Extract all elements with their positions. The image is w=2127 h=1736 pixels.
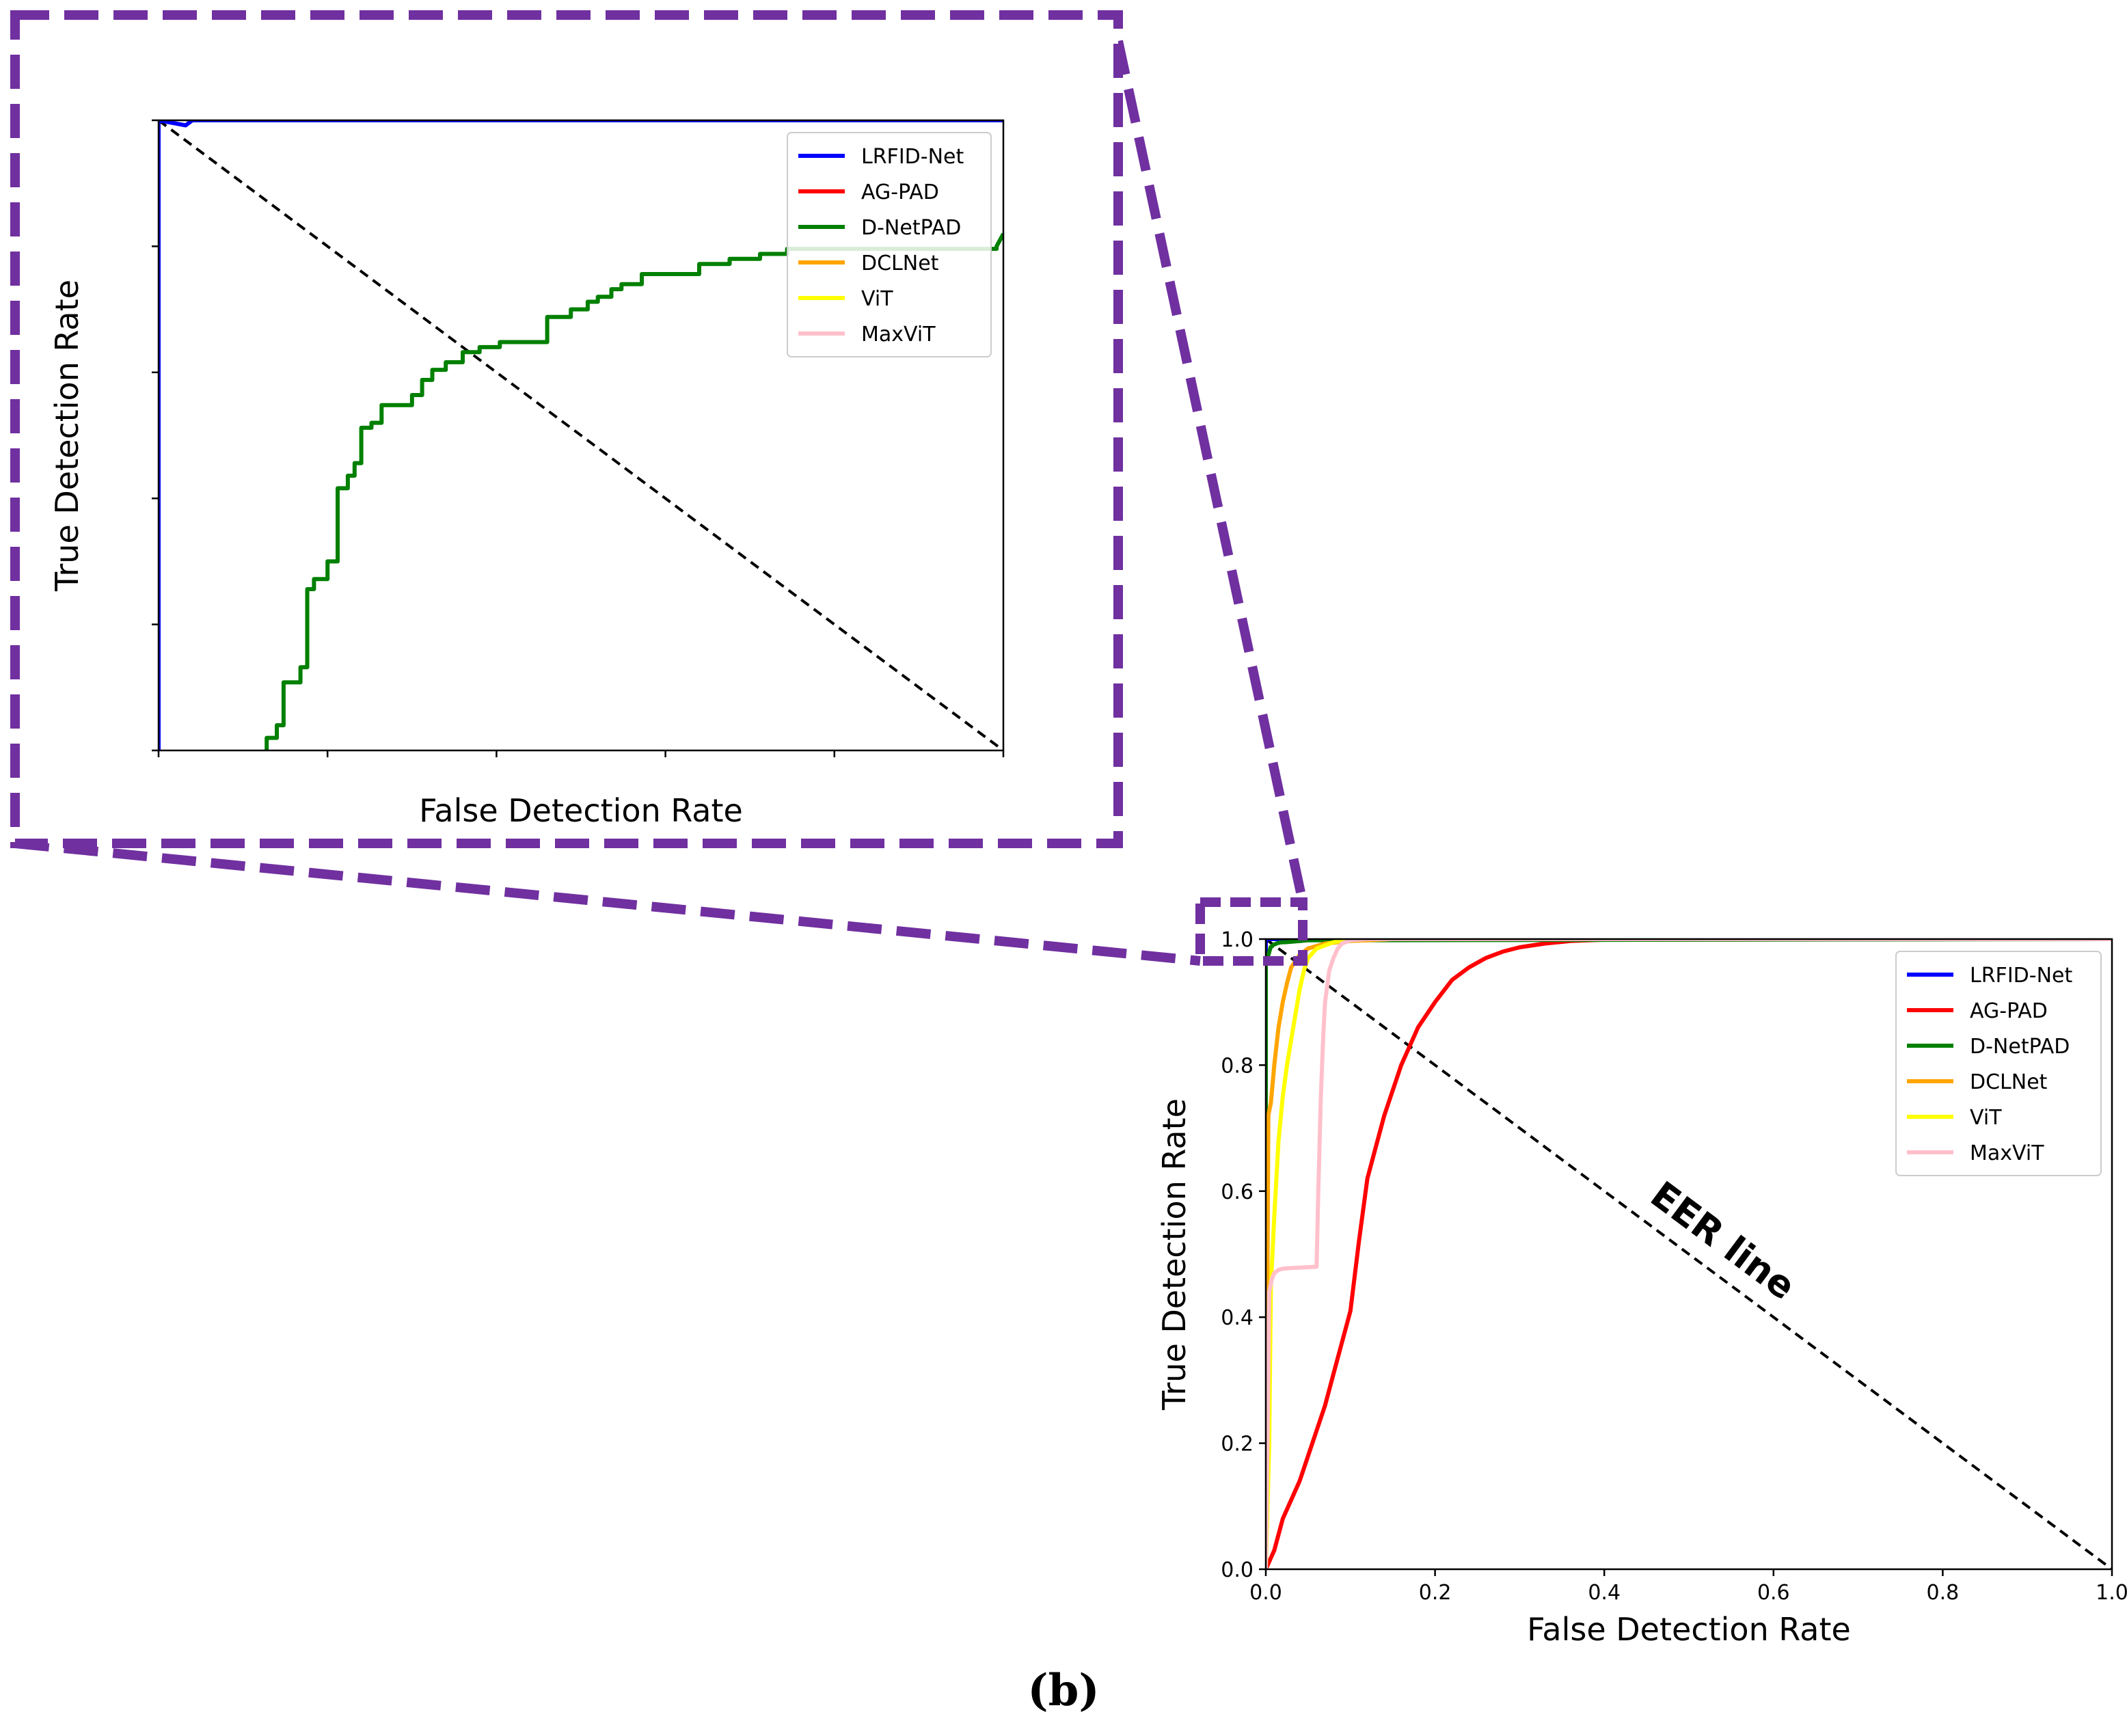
legend-label: D-NetPAD: [1970, 1035, 2070, 1059]
legend-label: D-NetPAD: [861, 216, 961, 240]
legend-label: MaxViT: [861, 323, 936, 347]
legend-label: MaxViT: [1970, 1141, 2044, 1165]
series-line-d-netpad: [265, 232, 1003, 750]
y-axis-label: True Detection Rate: [1156, 1098, 1193, 1411]
series-lines: [1266, 939, 2112, 1569]
y-tick-label: 0.6: [1221, 1180, 1254, 1204]
eer-line-annotation: EER line: [1643, 1173, 1804, 1308]
x-tick-label: 1.0: [2096, 1581, 2127, 1605]
inset-plot: False Detection Rate True Detection Rate L…: [49, 119, 1005, 829]
y-tick-label: 0.2: [1221, 1433, 1254, 1456]
x-tick-label: 0.4: [1588, 1581, 1621, 1605]
x-axis-label: False Detection Rate: [419, 792, 743, 829]
eer-line: [159, 120, 1003, 750]
legend-label: LRFID-Net: [861, 145, 964, 169]
y-tick-label: 0.4: [1221, 1306, 1254, 1330]
zoom-region-box: [1195, 897, 1308, 966]
legend-label: ViT: [1970, 1106, 2002, 1130]
legend-label: DCLNet: [861, 252, 939, 275]
y-tick-label: 0.0: [1221, 1558, 1254, 1582]
legend-box: [1895, 951, 2102, 1176]
legend-label: AG-PAD: [1970, 999, 2048, 1023]
y-tick-label: 1.0: [1221, 928, 1254, 952]
legend-box: [787, 132, 992, 357]
main-plot: 0.0 0.2 0.4 0.6 0.8 1.0 0.0 0.2 0.4 0.6 0.8 1.0Fals…: [1156, 928, 2127, 1648]
series-line-vit: [1266, 939, 2112, 1569]
series-line-maxvit: [1266, 939, 2112, 1569]
x-tick-label: 0.6: [1757, 1581, 1790, 1605]
legend-label: LRFID-Net: [1970, 964, 2072, 988]
series-line-d-netpad: [1266, 939, 2112, 1569]
x-tick-label: 0.0: [1249, 1581, 1282, 1605]
plot-frame: [1264, 938, 2113, 1571]
x-tick-label: 0.2: [1419, 1581, 1452, 1605]
plot-frame: [157, 119, 1005, 752]
series-line-lrfid-net: [159, 120, 1003, 750]
legend-label: DCLNet: [1970, 1070, 2048, 1094]
figure-caption: (b): [1027, 1665, 1100, 1716]
x-tick-label: 0.8: [1927, 1581, 1960, 1605]
series-lines: [159, 120, 1003, 750]
zoom-connector-bottom: [14, 839, 1201, 966]
legend-label: AG-PAD: [861, 180, 939, 204]
y-axis-label: True Detection Rate: [49, 280, 85, 592]
y-tick-label: 0.8: [1221, 1054, 1254, 1078]
eer-line: [1266, 939, 2112, 1569]
legend-label: ViT: [861, 287, 893, 311]
series-line-ag-pad: [1266, 939, 2112, 1569]
x-axis-label: False Detection Rate: [1527, 1611, 1851, 1648]
zoom-connector-top: [1113, 40, 1308, 904]
